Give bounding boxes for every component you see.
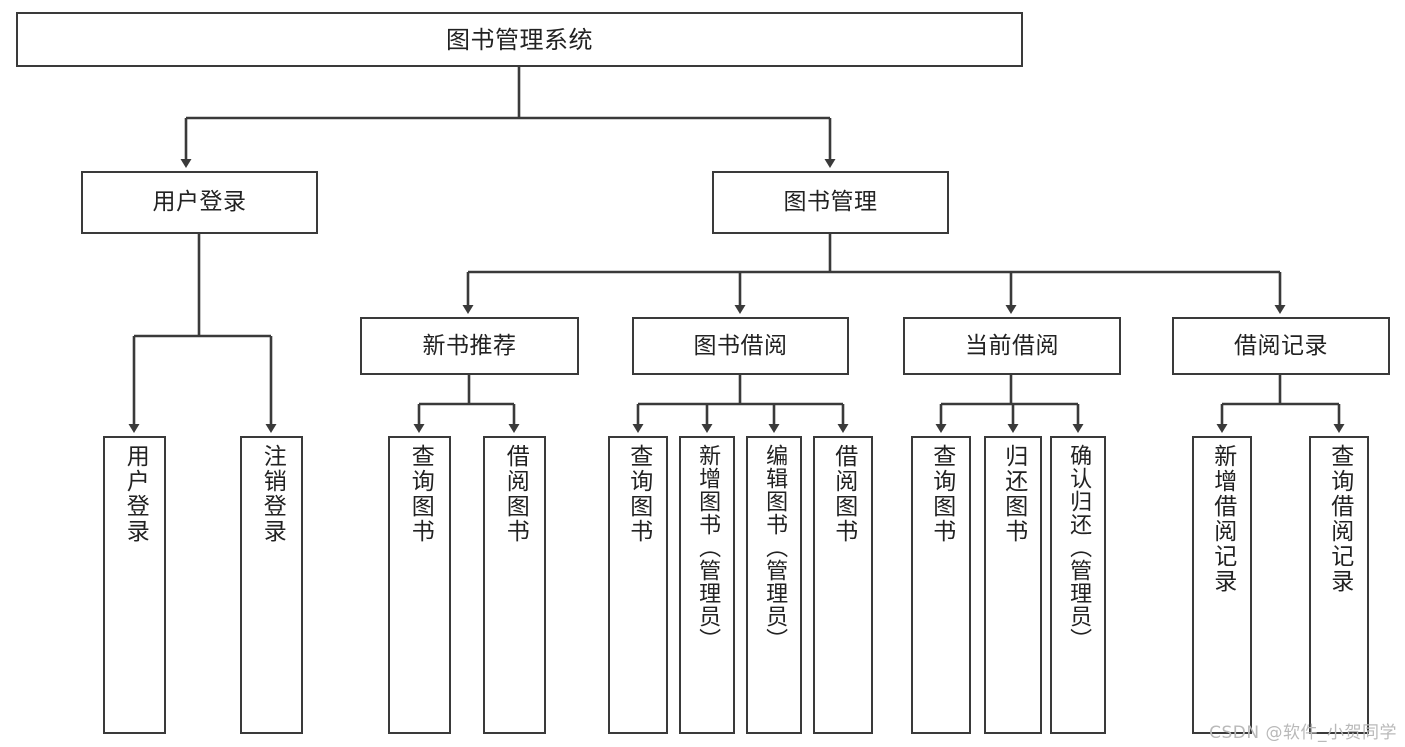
node-leaf-query-book-2[interactable]: 查询图书 (608, 436, 668, 734)
node-new-book-rec[interactable]: 新书推荐 (360, 317, 579, 375)
node-leaf-add-book-label: 新增图书（管理员） (695, 444, 721, 651)
node-leaf-borrow-book-1-label: 借阅图书 (502, 444, 529, 544)
node-leaf-add-record-label: 新增借阅记录 (1209, 444, 1236, 594)
node-leaf-query-book-2-label: 查询图书 (625, 444, 652, 544)
node-leaf-edit-book-label: 编辑图书（管理员） (762, 444, 788, 651)
node-book-manage-label: 图书管理 (783, 189, 878, 215)
node-user-login[interactable]: 用户登录 (81, 171, 318, 234)
node-borrow-record[interactable]: 借阅记录 (1172, 317, 1390, 375)
node-leaf-user-logout-label: 注销登录 (259, 444, 286, 544)
node-new-book-rec-label: 新书推荐 (422, 332, 517, 359)
node-leaf-query-book-3[interactable]: 查询图书 (911, 436, 971, 734)
node-leaf-confirm-return[interactable]: 确认归还（管理员） (1050, 436, 1106, 734)
node-book-borrow[interactable]: 图书借阅 (632, 317, 849, 375)
node-leaf-user-logout[interactable]: 注销登录 (240, 436, 303, 734)
csdn-watermark: CSDN @软件_小贺同学 (1209, 723, 1397, 743)
node-root[interactable]: 图书管理系统 (16, 12, 1023, 67)
node-leaf-edit-book[interactable]: 编辑图书（管理员） (746, 436, 802, 734)
node-leaf-user-login-label: 用户登录 (122, 444, 149, 544)
node-root-label: 图书管理系统 (446, 25, 593, 54)
node-leaf-query-book-1-label: 查询图书 (407, 444, 434, 544)
node-leaf-add-book[interactable]: 新增图书（管理员） (679, 436, 735, 734)
node-leaf-query-book-1[interactable]: 查询图书 (388, 436, 451, 734)
node-leaf-borrow-book-2[interactable]: 借阅图书 (813, 436, 873, 734)
node-user-login-label: 用户登录 (152, 189, 247, 215)
node-leaf-user-login[interactable]: 用户登录 (103, 436, 166, 734)
node-current-borrow-label: 当前借阅 (965, 332, 1059, 359)
node-leaf-confirm-return-label: 确认归还（管理员） (1066, 444, 1092, 651)
node-leaf-return-book-label: 归还图书 (1000, 444, 1027, 544)
node-leaf-query-record-label: 查询借阅记录 (1326, 444, 1353, 594)
node-leaf-query-record[interactable]: 查询借阅记录 (1309, 436, 1369, 734)
node-leaf-borrow-book-1[interactable]: 借阅图书 (483, 436, 546, 734)
node-book-borrow-label: 图书借阅 (693, 332, 788, 359)
node-book-manage[interactable]: 图书管理 (712, 171, 949, 234)
node-current-borrow[interactable]: 当前借阅 (903, 317, 1121, 375)
node-borrow-record-label: 借阅记录 (1234, 332, 1328, 359)
node-leaf-add-record[interactable]: 新增借阅记录 (1192, 436, 1252, 734)
node-leaf-query-book-3-label: 查询图书 (928, 444, 955, 544)
node-leaf-borrow-book-2-label: 借阅图书 (830, 444, 857, 544)
node-leaf-return-book[interactable]: 归还图书 (984, 436, 1042, 734)
